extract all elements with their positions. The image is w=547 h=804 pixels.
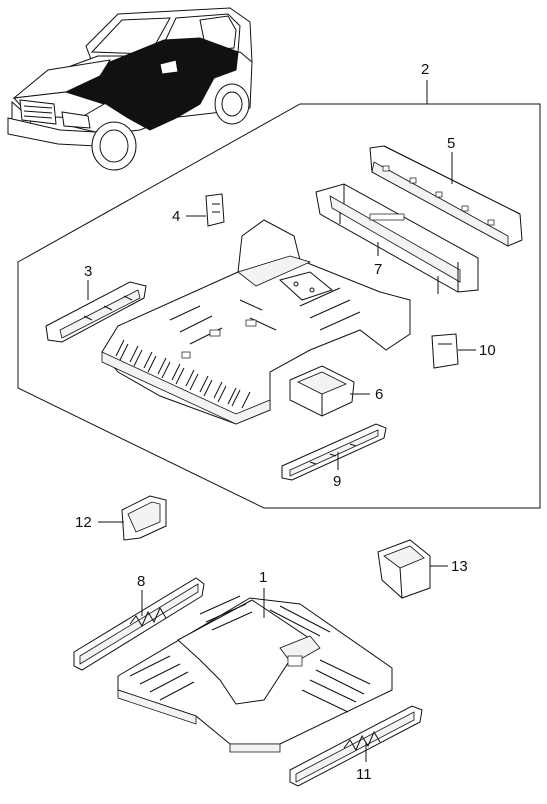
callout-5: 5 — [447, 135, 455, 152]
leader-lines — [87, 152, 476, 762]
assembly-2-boundary — [17, 80, 541, 509]
part-8-side-member — [73, 577, 205, 671]
callout-6: 6 — [375, 386, 383, 403]
assembly-floor-panel — [101, 219, 411, 425]
callout-10: 10 — [479, 342, 496, 359]
callout-1: 1 — [259, 569, 267, 586]
callout-labels: 1 2 3 4 5 6 7 8 9 10 11 12 13 — [75, 61, 496, 783]
callout-12: 12 — [75, 514, 92, 531]
part-1-floor-panel — [117, 595, 393, 753]
part-4-bracket — [205, 193, 225, 227]
callout-2: 2 — [421, 61, 429, 78]
callout-3: 3 — [84, 263, 92, 280]
callout-8: 8 — [137, 573, 145, 590]
callout-4: 4 — [172, 208, 180, 225]
callout-7: 7 — [374, 261, 382, 278]
part-12-bracket — [121, 495, 167, 541]
part-13-bracket — [377, 539, 431, 599]
callout-11: 11 — [356, 766, 372, 783]
callout-9: 9 — [333, 473, 341, 490]
part-9-cross-member — [281, 423, 387, 481]
part-7-cross-beam — [315, 183, 479, 294]
part-3-side-member — [45, 281, 147, 343]
part-11-side-member — [289, 705, 423, 787]
callout-13: 13 — [451, 558, 468, 575]
vehicle-illustration — [7, 7, 253, 171]
part-10-bracket — [431, 333, 459, 369]
part-6-box — [289, 365, 355, 417]
